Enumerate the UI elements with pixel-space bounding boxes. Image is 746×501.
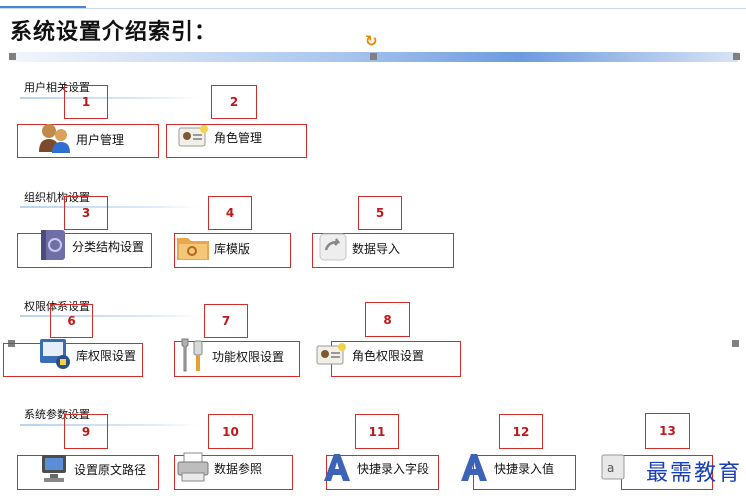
callout-7: 7 — [204, 304, 248, 338]
function-permission-label: 功能权限设置 — [212, 350, 285, 364]
library-permission-icon — [38, 337, 72, 374]
category-structure-button[interactable]: 分类结构设置 — [38, 228, 144, 265]
rotate-handle-icon[interactable]: ↻ — [365, 32, 378, 50]
callout-9: 9 — [64, 414, 108, 449]
letter-a-icon — [321, 451, 353, 486]
book-icon — [38, 228, 68, 265]
quick-entry-field-button[interactable]: 快捷录入字段 — [321, 451, 429, 486]
quick-entry-value-button[interactable]: 快捷录入值 — [458, 451, 554, 486]
section-label-system-params: 系统参数设置 — [24, 408, 90, 421]
library-permission-label: 库权限设置 — [76, 349, 137, 363]
item-box-library-template — [174, 233, 291, 268]
section-label-user: 用户相关设置 — [24, 81, 90, 94]
item-13-button[interactable]: a — [600, 453, 630, 484]
callout-2: 2 — [211, 85, 257, 119]
item-box-data-import — [312, 233, 454, 268]
function-permission-button[interactable]: 功能权限设置 — [176, 337, 284, 376]
svg-text:a: a — [607, 461, 614, 475]
callout-11: 11 — [355, 414, 399, 449]
document-title: 系统设置介绍索引： — [10, 20, 218, 45]
section-underline — [20, 424, 200, 426]
data-reference-label: 数据参照 — [214, 462, 263, 476]
set-original-path-button[interactable]: 设置原文路径 — [38, 452, 146, 487]
item-box-category-structure — [17, 233, 152, 268]
printer-icon — [176, 451, 210, 486]
callout-4: 4 — [208, 196, 252, 230]
item-box-library-permission — [3, 343, 143, 377]
library-template-label: 库模版 — [214, 242, 251, 256]
user-management-button[interactable]: 用户管理 — [38, 122, 124, 157]
callout-5: 5 — [358, 196, 402, 230]
callout-6: 6 — [50, 304, 93, 338]
users-icon — [38, 122, 72, 157]
resize-handle-right[interactable] — [733, 53, 740, 60]
role-card-icon — [316, 342, 348, 369]
tools-icon — [176, 337, 208, 376]
item-box-function-permission — [174, 341, 300, 377]
item-box-role-management — [166, 124, 307, 158]
callout-10: 10 — [208, 414, 253, 449]
import-arrow-icon — [318, 232, 348, 265]
top-divider — [0, 8, 746, 9]
category-structure-label: 分类结构设置 — [72, 240, 145, 254]
quick-entry-value-label: 快捷录入值 — [494, 462, 555, 476]
item-box-quick-field — [326, 455, 439, 490]
section-label-permission: 权限体系设置 — [24, 300, 90, 313]
library-template-button[interactable]: 库模版 — [176, 232, 250, 265]
section-underline — [20, 97, 200, 99]
section-underline — [20, 206, 200, 208]
section-underline — [20, 315, 200, 317]
computer-icon — [38, 452, 70, 487]
callout-8: 8 — [365, 302, 410, 337]
data-import-button[interactable]: 数据导入 — [318, 232, 400, 265]
quick-entry-field-label: 快捷录入字段 — [357, 462, 430, 476]
set-original-path-label: 设置原文路径 — [74, 463, 147, 477]
resize-handle-top[interactable] — [370, 53, 377, 60]
role-permission-label: 角色权限设置 — [352, 349, 425, 363]
section-label-organization: 组织机构设置 — [24, 191, 90, 204]
callout-1: 1 — [64, 85, 108, 119]
resize-handle-mid-right[interactable] — [732, 340, 739, 347]
callout-12: 12 — [499, 414, 543, 449]
partial-icon: a — [600, 453, 626, 484]
window-tab-indicator — [0, 0, 86, 8]
role-permission-button[interactable]: 角色权限设置 — [316, 342, 424, 369]
resize-handle-left[interactable] — [9, 53, 16, 60]
data-reference-button[interactable]: 数据参照 — [176, 451, 262, 486]
callout-13: 13 — [645, 413, 690, 449]
watermark-text: 最需教育 — [645, 461, 742, 486]
letter-a-icon — [458, 451, 490, 486]
role-management-button[interactable]: 角色管理 — [178, 124, 262, 151]
role-card-icon — [178, 124, 210, 151]
callout-3: 3 — [64, 196, 108, 230]
role-management-label: 角色管理 — [214, 131, 263, 145]
folder-icon — [176, 232, 210, 265]
data-import-label: 数据导入 — [352, 242, 401, 256]
user-management-label: 用户管理 — [76, 133, 125, 147]
item-box-data-reference — [174, 455, 293, 490]
item-box-user-management — [17, 124, 159, 158]
item-box-original-path — [17, 455, 159, 490]
library-permission-button[interactable]: 库权限设置 — [38, 337, 136, 374]
